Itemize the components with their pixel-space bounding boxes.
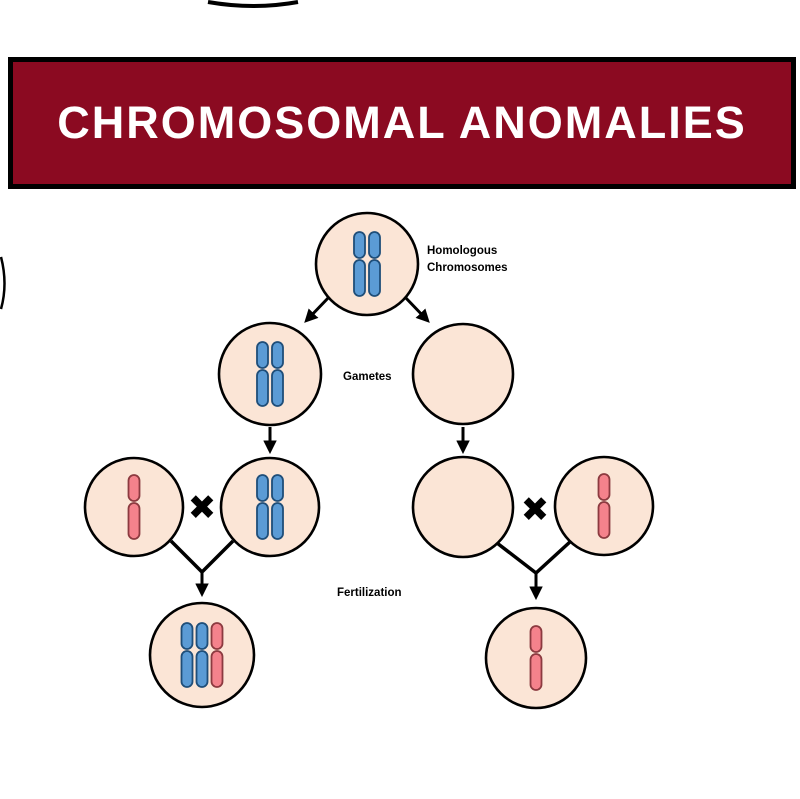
chromosome-pink bbox=[127, 474, 141, 540]
chromosome-pink bbox=[597, 473, 611, 539]
merge-lines-right bbox=[495, 539, 573, 576]
merge-lines-left bbox=[169, 539, 235, 575]
title-banner: CHROMOSOMAL ANOMALIES bbox=[8, 57, 796, 189]
gametes-label: Gametes bbox=[343, 371, 392, 383]
chromosome-pink bbox=[529, 625, 543, 691]
homologous-chromosomes-label-line2: Chromosomes bbox=[427, 262, 508, 274]
cropped-arc-top bbox=[207, 0, 299, 8]
connectors bbox=[169, 294, 573, 601]
cropped-arc-left bbox=[0, 256, 6, 310]
inner-left-cell bbox=[219, 456, 321, 558]
inner-right-cell bbox=[411, 455, 515, 559]
arrow-top-to-gamete-right bbox=[402, 294, 430, 323]
chromosome-blue bbox=[195, 622, 209, 688]
cross-symbol-left: ✖ bbox=[188, 488, 217, 528]
chromosome-blue bbox=[180, 622, 194, 688]
chromosome-blue bbox=[271, 474, 284, 540]
gamete-right-cell bbox=[411, 322, 515, 426]
homologous-chromosomes-label-line1: Homologous bbox=[427, 245, 497, 257]
labels: Homologous Chromosomes Gametes Fertiliza… bbox=[337, 245, 508, 599]
arrow-top-to-gamete-left bbox=[304, 294, 332, 323]
page-title: CHROMOSOMAL ANOMALIES bbox=[57, 97, 747, 148]
homologous-pair-cell bbox=[314, 211, 420, 317]
chromosome-pink bbox=[210, 622, 224, 688]
gamete-left-cell bbox=[217, 321, 323, 427]
fertilization-label: Fertilization bbox=[337, 587, 402, 599]
chromosome-blue bbox=[353, 231, 366, 297]
chromosome-blue bbox=[368, 231, 381, 297]
chromosome-blue bbox=[271, 341, 284, 407]
cross-symbol-right: ✖ bbox=[521, 490, 550, 530]
chromosome-blue bbox=[256, 474, 269, 540]
chromosome-blue bbox=[256, 341, 269, 407]
